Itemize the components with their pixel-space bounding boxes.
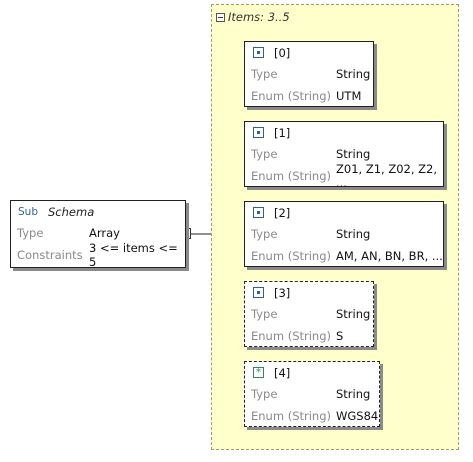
- schema-constraints-value: 3 <= items <= 5: [89, 241, 178, 269]
- item-type-value: String: [336, 387, 371, 401]
- item-title: [1]: [245, 122, 443, 143]
- item-enum-key: Enum (String): [251, 89, 331, 103]
- item-type-key: Type: [251, 147, 278, 161]
- item-title: * [4]: [245, 362, 379, 383]
- item-type-row: Type String: [245, 223, 443, 245]
- schema-type-key: Type: [17, 226, 44, 240]
- item-type-row: Type String: [245, 63, 373, 85]
- item-index: [3]: [274, 285, 291, 300]
- object-icon: [253, 287, 264, 298]
- item-enum-value: AM, AN, BN, BR, ...: [336, 249, 443, 263]
- item-enum-row: Enum (String) Z01, Z1, Z02, Z2, ...: [245, 162, 443, 190]
- item-enum-value: S: [336, 329, 344, 343]
- item-type-value: String: [336, 67, 371, 81]
- item-node-1[interactable]: [1] Type String Enum (String) Z01, Z1, Z…: [244, 121, 444, 190]
- item-enum-value: UTM: [336, 89, 362, 103]
- item-type-value: String: [336, 227, 371, 241]
- item-type-value: String: [336, 147, 371, 161]
- schema-constraints-key: Constraints: [17, 248, 83, 262]
- item-enum-value: WGS84: [336, 409, 379, 423]
- object-icon: [253, 207, 264, 218]
- collapse-toggle-icon[interactable]: [216, 12, 225, 22]
- item-node-4[interactable]: * [4] Type String Enum (String) WGS84: [244, 361, 380, 427]
- item-node-0[interactable]: [0] Type String Enum (String) UTM: [244, 41, 374, 107]
- object-icon: [253, 47, 264, 58]
- item-type-key: Type: [251, 227, 278, 241]
- item-enum-row: Enum (String) UTM: [245, 85, 373, 107]
- item-enum-key: Enum (String): [251, 249, 331, 263]
- items-header[interactable]: Items: 3..5: [216, 10, 290, 24]
- item-enum-key: Enum (String): [251, 169, 331, 183]
- item-title: [2]: [245, 202, 443, 223]
- item-node-2[interactable]: [2] Type String Enum (String) AM, AN, BN…: [244, 201, 444, 267]
- item-type-value: String: [336, 307, 371, 321]
- schema-name: Schema: [48, 204, 95, 219]
- item-index: [0]: [274, 45, 291, 60]
- item-index: [4]: [274, 365, 291, 380]
- item-title: [0]: [245, 42, 373, 63]
- item-enum-row: Enum (String) AM, AN, BN, BR, ...: [245, 245, 443, 267]
- item-type-row: Type String: [245, 383, 379, 405]
- items-label: Items: 3..5: [228, 10, 290, 24]
- item-title: [3]: [245, 282, 373, 303]
- item-enum-key: Enum (String): [251, 409, 331, 423]
- schema-constraints-row: Constraints 3 <= items <= 5: [11, 241, 185, 269]
- schema-title: Sub Schema: [11, 201, 185, 222]
- object-icon: [253, 127, 264, 138]
- item-type-key: Type: [251, 67, 278, 81]
- item-type-key: Type: [251, 307, 278, 321]
- item-enum-key: Enum (String): [251, 329, 331, 343]
- item-index: [1]: [274, 125, 291, 140]
- item-type-row: Type String: [245, 143, 443, 165]
- item-index: [2]: [274, 205, 291, 220]
- schema-node[interactable]: Sub Schema Type Array Constraints 3 <= i…: [10, 200, 186, 269]
- item-type-key: Type: [251, 387, 278, 401]
- item-enum-row: Enum (String) WGS84: [245, 405, 379, 427]
- star-icon: *: [253, 367, 264, 378]
- item-type-row: Type String: [245, 303, 373, 325]
- sub-label: Sub: [18, 205, 38, 218]
- item-enum-row: Enum (String) S: [245, 325, 373, 347]
- item-node-3[interactable]: [3] Type String Enum (String) S: [244, 281, 374, 347]
- schema-type-row: Type Array: [11, 222, 185, 244]
- item-enum-value: Z01, Z1, Z02, Z2, ...: [336, 162, 438, 190]
- schema-type-value: Array: [89, 226, 120, 240]
